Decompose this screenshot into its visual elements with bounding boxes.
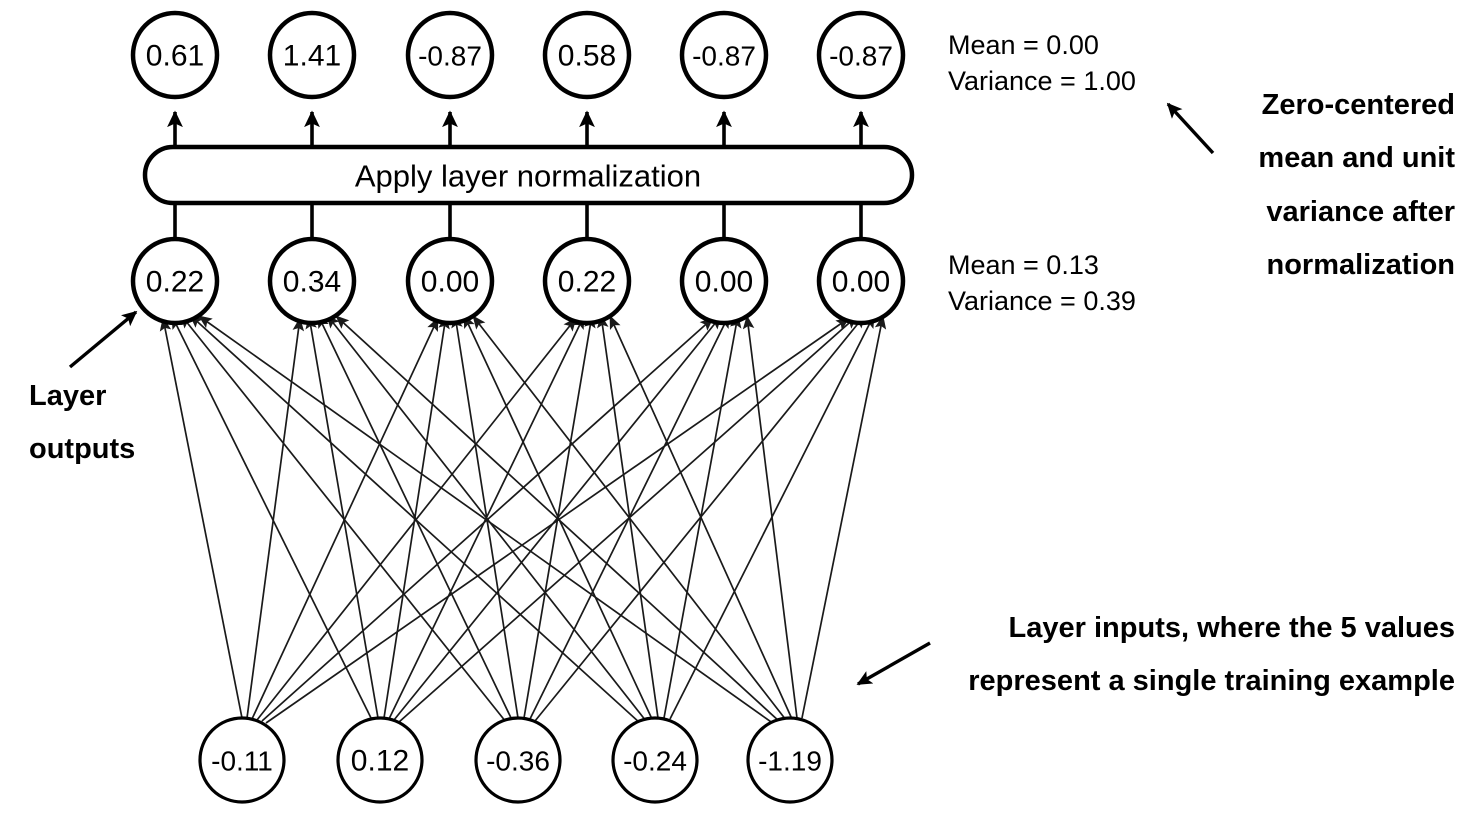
annotation-layer-inputs-line-2: represent a single training example	[968, 665, 1455, 697]
hidden-layer-stats: Mean = 0.13 Variance = 0.39	[948, 250, 1136, 316]
hidden-node: 0.00	[405, 236, 495, 326]
hidden-mean-label: Mean = 0.13	[948, 250, 1099, 280]
annotation-layer-outputs-line-2: outputs	[29, 433, 135, 465]
process-box-label: Apply layer normalization	[355, 159, 701, 194]
input-node-value: -1.19	[758, 746, 822, 777]
annotation-layer-outputs: Layer outputs	[29, 310, 138, 465]
input-node-value: -0.11	[211, 746, 273, 777]
annotation-zero-centered-line-1: Zero-centered	[1262, 89, 1455, 121]
input-layer-nodes: -0.11 0.12 -0.36 -0.24 -1.19	[198, 716, 834, 804]
input-node-value: -0.24	[623, 746, 687, 777]
hidden-node-value: 0.00	[421, 266, 479, 299]
annotation-layer-inputs-line-1: Layer inputs, where the 5 values	[1009, 612, 1455, 644]
annotation-layer-inputs: Layer inputs, where the 5 values represe…	[856, 612, 1455, 697]
annotation-zero-centered-line-4: normalization	[1266, 249, 1455, 281]
output-variance-label: Variance = 1.00	[948, 66, 1136, 96]
hidden-node-value: 0.34	[283, 266, 341, 299]
output-node: -0.87	[679, 10, 769, 100]
output-node-value: 1.41	[283, 40, 341, 73]
output-layer-stats: Mean = 0.00 Variance = 1.00	[948, 30, 1136, 96]
annotation-zero-centered-line-3: variance after	[1266, 196, 1455, 228]
hidden-variance-label: Variance = 0.39	[948, 286, 1136, 316]
hidden-node: 0.22	[542, 236, 632, 326]
output-node-value: -0.87	[692, 41, 756, 72]
hidden-node-value: 0.22	[558, 266, 616, 299]
output-node: -0.87	[816, 10, 906, 100]
input-node: -1.19	[746, 716, 834, 804]
output-node: 0.58	[542, 10, 632, 100]
hidden-node-value: 0.22	[146, 266, 204, 299]
output-node: -0.87	[405, 10, 495, 100]
input-node-value: 0.12	[351, 745, 409, 778]
arrow-group-box-to-output	[167, 110, 869, 147]
output-node-value: 0.61	[146, 40, 204, 73]
output-node: 1.41	[267, 10, 357, 100]
output-node-value: 0.58	[558, 40, 616, 73]
hidden-node-value: 0.00	[832, 266, 890, 299]
output-layer-nodes: 0.61 1.41 -0.87 0.58 -0.87 -0.87	[130, 10, 906, 100]
annotation-layer-outputs-line-1: Layer	[29, 380, 106, 412]
input-node: -0.11	[198, 716, 286, 804]
hidden-node: 0.00	[679, 236, 769, 326]
apply-layer-normalization-box: Apply layer normalization	[142, 144, 915, 206]
output-node-value: -0.87	[829, 41, 893, 72]
input-node: -0.24	[611, 716, 699, 804]
input-node: 0.12	[336, 716, 424, 804]
hidden-node-value: 0.00	[695, 266, 753, 299]
stem-group-hidden-to-box	[173, 202, 863, 240]
annotation-zero-centered-line-2: mean and unit	[1258, 142, 1455, 174]
input-node: -0.36	[474, 716, 562, 804]
hidden-node: 0.34	[267, 236, 357, 326]
edge-group-input-to-hidden	[159, 314, 887, 725]
output-node: 0.61	[130, 10, 220, 100]
hidden-node: 0.22	[130, 236, 220, 326]
annotation-zero-centered: Zero-centered mean and unit variance aft…	[1166, 89, 1455, 281]
hidden-layer-nodes: 0.22 0.34 0.00 0.22 0.00 0.00	[130, 236, 906, 326]
input-node-value: -0.36	[486, 746, 550, 777]
output-mean-label: Mean = 0.00	[948, 30, 1099, 60]
output-node-value: -0.87	[418, 41, 482, 72]
hidden-node: 0.00	[816, 236, 906, 326]
